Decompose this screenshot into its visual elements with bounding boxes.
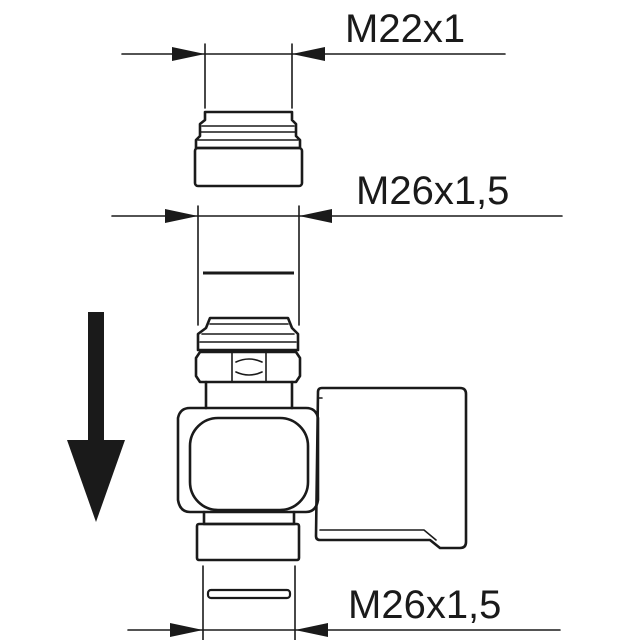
valve-body [176, 316, 320, 562]
dimension-top: M22x1 [121, 7, 506, 109]
dimension-middle: M26x1,5 [111, 169, 563, 326]
dimension-bottom: M26x1,5 [127, 565, 561, 640]
thread-adapter [193, 110, 304, 188]
arrow-down-icon [67, 312, 125, 522]
bottom-seal-slot [206, 588, 292, 600]
actuator-box [314, 386, 468, 550]
top-thread-label: M22x1 [345, 7, 465, 51]
bottom-thread-label: M26x1,5 [348, 583, 501, 627]
middle-thread-label: M26x1,5 [356, 169, 509, 213]
